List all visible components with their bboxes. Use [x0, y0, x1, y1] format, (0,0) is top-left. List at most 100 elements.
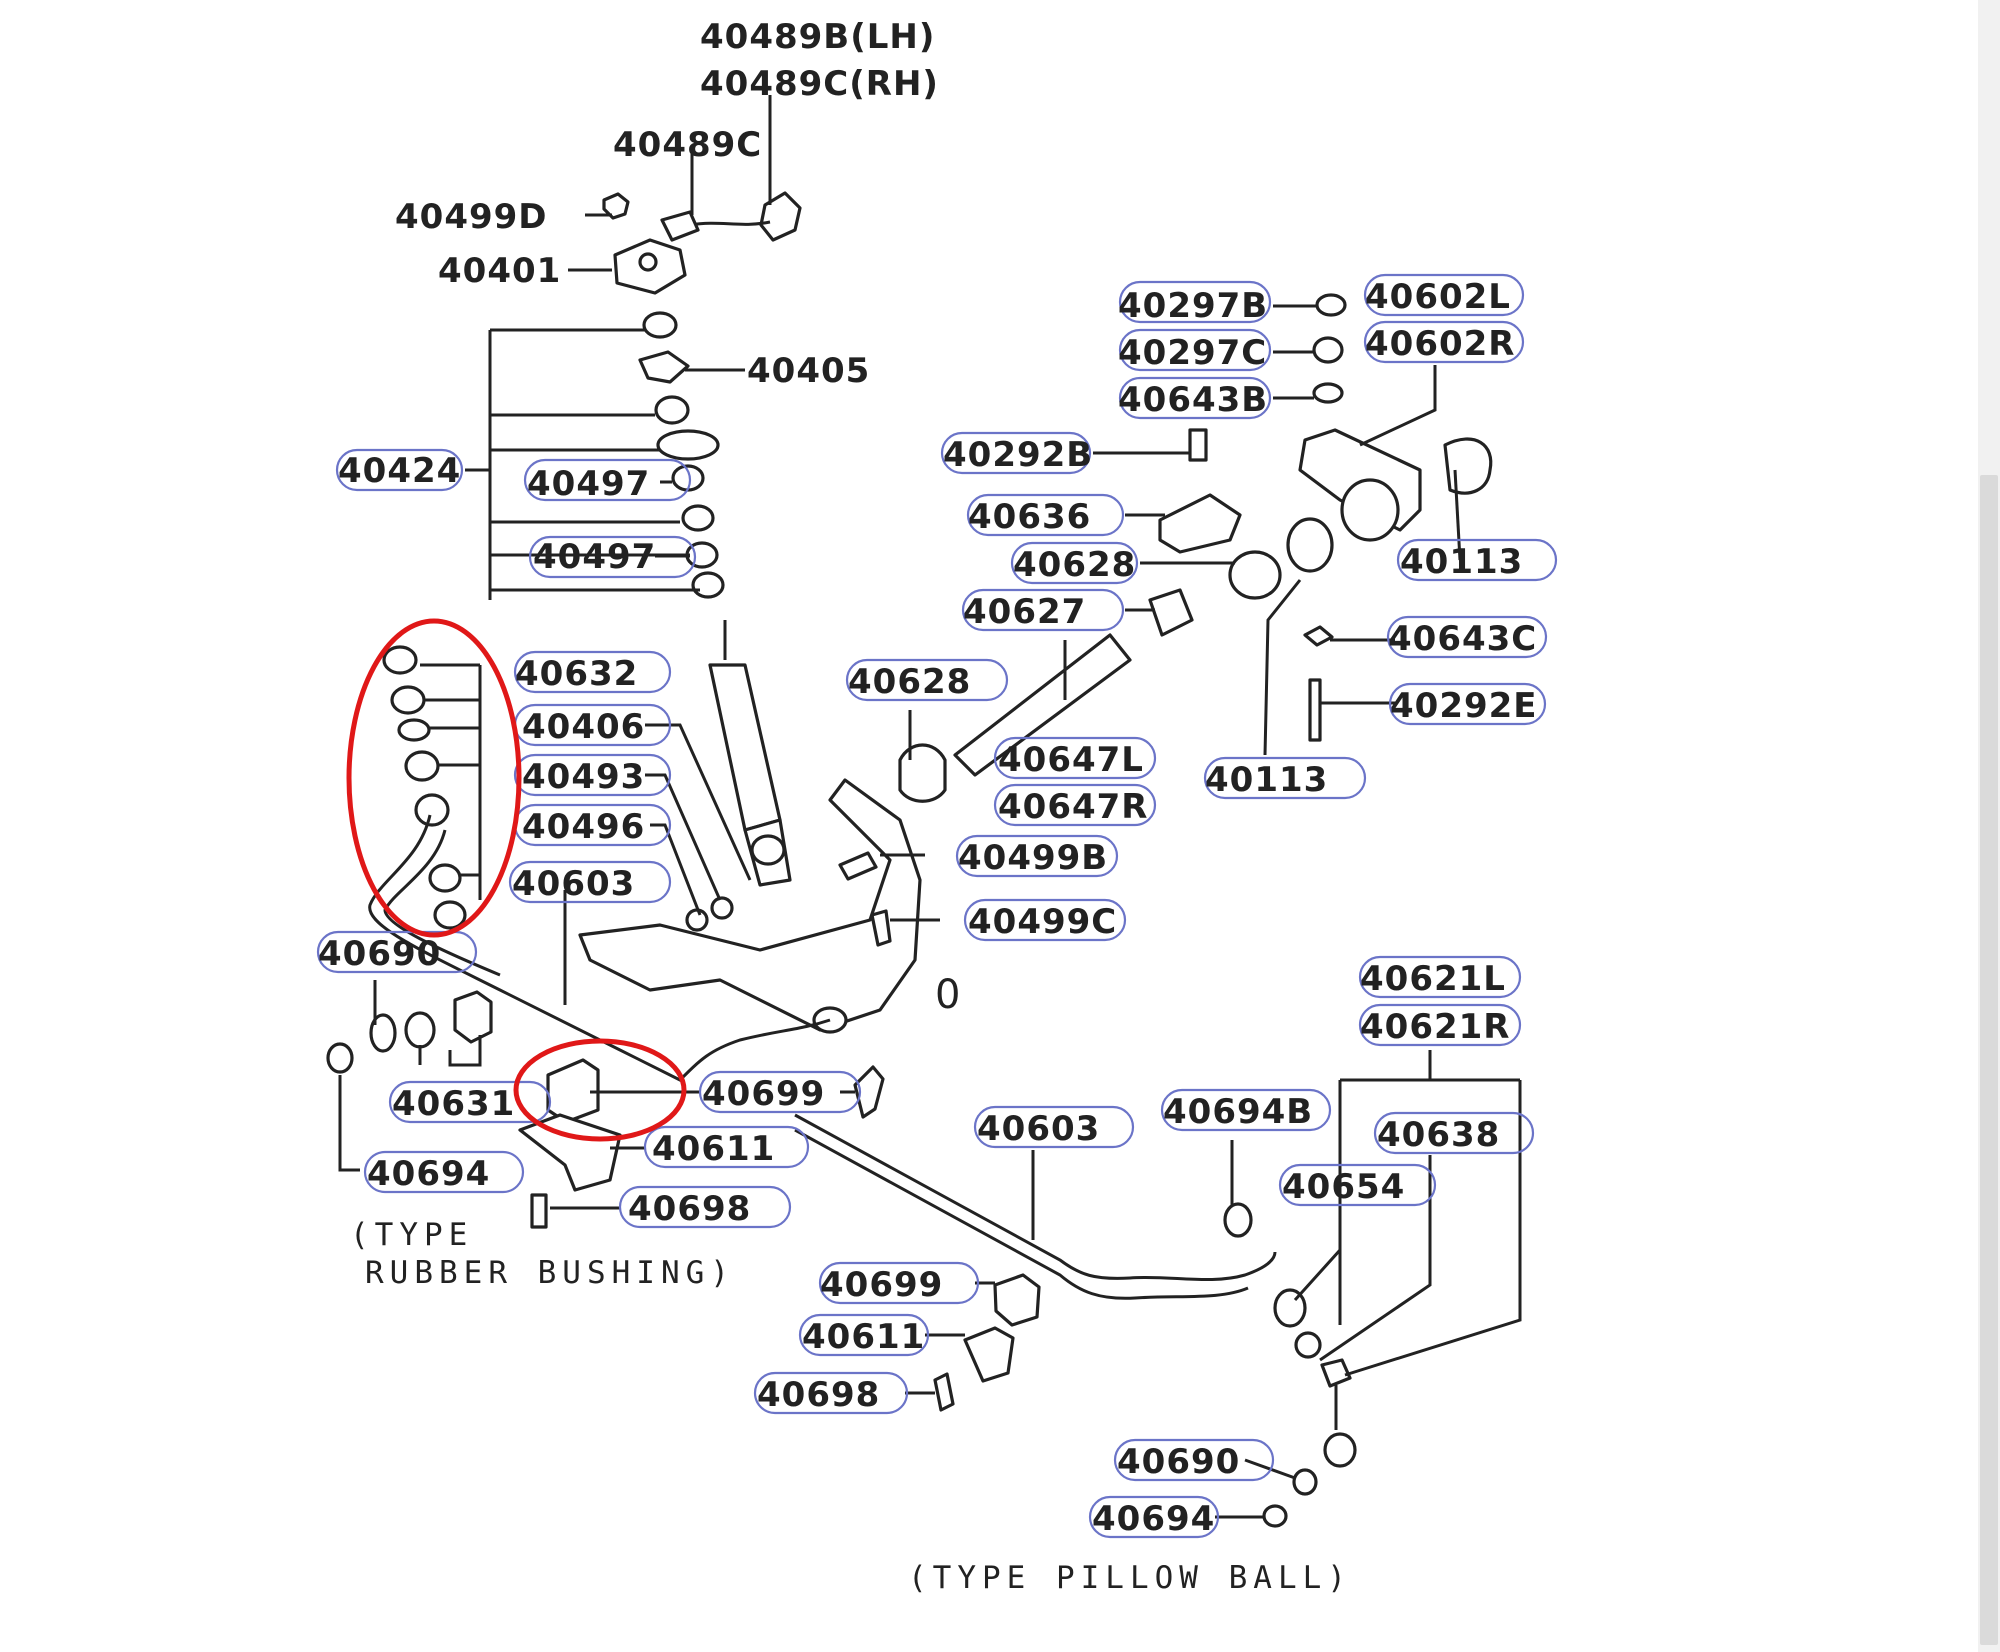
stack-nut-2 [654, 395, 690, 425]
note-rubber-bushing-line2: RUBBER BUSHING) [365, 1255, 735, 1291]
label-40499B: 40499B [958, 838, 1108, 878]
shock-body [708, 663, 782, 832]
bush-40631b [453, 990, 493, 1044]
highlights [346, 618, 687, 1142]
bolt-40698b [933, 1372, 955, 1412]
rb-bushing-2 [414, 793, 450, 827]
label-40636: 40636 [968, 497, 1091, 537]
scrollbar-track[interactable] [1978, 0, 2000, 1652]
label-40627: 40627 [963, 592, 1086, 632]
label-40690b: 40690 [1117, 1442, 1240, 1482]
label-40405: 40405 [747, 351, 870, 391]
upper-bushing-40113 [1443, 437, 1493, 495]
pb-nut-40694 [1262, 1504, 1288, 1528]
type-notes: (TYPE RUBBER BUSHING) (TYPE PILLOW BALL)… [350, 972, 1352, 1596]
bolt-40499C [870, 909, 892, 947]
label-40424: 40424 [338, 451, 461, 491]
stabilizer-bar-right-2 [794, 1128, 1249, 1300]
rb-bushing-3 [428, 863, 462, 893]
label-40698a: 40698 [628, 1189, 751, 1229]
nut-40493 [710, 896, 734, 920]
part-labels: 40489B(LH) 40489C(RH) 40489C 40499D 4040… [318, 17, 1537, 1539]
stabilizer-bar-right [794, 1113, 1277, 1282]
sensor-body [660, 210, 700, 242]
label-40603b: 40603 [977, 1109, 1100, 1149]
bolt-40499B [838, 851, 878, 881]
washer-40643B [1312, 382, 1344, 404]
label-40497b: 40497 [533, 537, 656, 577]
shaft-end-40628 [898, 743, 947, 803]
rb-nut-1 [382, 645, 418, 675]
part-drawings [326, 191, 1493, 1528]
pb-washer-40690 [1292, 1468, 1318, 1496]
label-40694b: 40694 [1092, 1499, 1215, 1539]
clamp-bracket-40611 [518, 1113, 622, 1192]
pivot-bolt-40292E [1308, 678, 1322, 742]
stabilizer-bar-left [368, 814, 831, 1082]
label-40694a: 40694 [367, 1154, 490, 1194]
label-40406: 40406 [522, 707, 645, 747]
shaft-40647 [953, 633, 1132, 777]
nut-40496 [685, 908, 709, 932]
label-40489B: 40489B(LH) [700, 17, 935, 57]
leader-lines [338, 95, 1522, 1519]
stack-bushing-2 [681, 504, 715, 532]
stray-mark: 0 [935, 972, 961, 1018]
pivot-nut-40643C [1303, 625, 1334, 647]
shaft-40627 [1148, 588, 1194, 637]
label-40611a: 40611 [652, 1129, 775, 1169]
note-rubber-bushing-line1: (TYPE [350, 1217, 473, 1253]
nut-40297C [1312, 336, 1344, 364]
rb-bushing-1 [404, 750, 440, 782]
pb-nut-40694B [1223, 1202, 1253, 1238]
label-40292B: 40292B [943, 435, 1093, 475]
label-40647R: 40647R [998, 787, 1148, 827]
label-40690a: 40690 [318, 934, 441, 974]
label-40621R: 40621R [1360, 1007, 1510, 1047]
label-40643C: 40643C [1388, 619, 1537, 659]
nut-40694 [326, 1042, 354, 1074]
bar-end-bracket [853, 1065, 885, 1119]
label-40297B: 40297B [1118, 286, 1268, 326]
stack-bracket-40405 [638, 350, 690, 384]
label-40632: 40632 [515, 654, 638, 694]
label-40621L: 40621L [1360, 959, 1506, 999]
rb-bushing-4 [433, 900, 467, 930]
label-40654: 40654 [1282, 1167, 1405, 1207]
highlight-rubber-bushing-stack [346, 618, 522, 938]
bush-40690 [369, 1013, 397, 1053]
bush-40631a [404, 1011, 436, 1049]
sensor-bolt [602, 192, 630, 220]
label-40694B: 40694B [1163, 1092, 1313, 1132]
pivot-bolt-40292B [1188, 428, 1208, 462]
label-40603a: 40603 [512, 864, 635, 904]
label-40496: 40496 [522, 807, 645, 847]
label-40489C: 40489C [613, 125, 762, 165]
label-40643B: 40643B [1118, 380, 1268, 420]
note-pillow-ball: (TYPE PILLOW BALL) [908, 1560, 1352, 1596]
label-40499D: 40499D [395, 197, 548, 237]
sensor-bolt-hole [638, 252, 658, 272]
label-40628a: 40628 [1013, 545, 1136, 585]
label-40602L: 40602L [1365, 277, 1511, 317]
scrollbar-thumb[interactable] [1980, 475, 1998, 1645]
clamp-bushing-40699b [993, 1273, 1041, 1327]
label-40493: 40493 [522, 757, 645, 797]
rb-washer [397, 718, 431, 742]
pb-ball [1323, 1432, 1357, 1468]
rb-nut-2 [390, 685, 426, 715]
pb-washer [1294, 1331, 1322, 1359]
label-40699b: 40699 [820, 1265, 943, 1305]
label-40113a: 40113 [1400, 542, 1523, 582]
nut-40297B [1315, 293, 1347, 317]
label-40602R: 40602R [1365, 324, 1515, 364]
label-40611b: 40611 [802, 1317, 925, 1357]
harness-wire [689, 220, 771, 227]
label-outlines [316, 273, 1558, 1539]
pb-link-40638 [1320, 1358, 1352, 1388]
label-40628b: 40628 [848, 662, 971, 702]
label-40638: 40638 [1377, 1115, 1500, 1155]
clamp-bracket-40611b [963, 1326, 1015, 1383]
upper-arm-boss [1340, 478, 1400, 542]
